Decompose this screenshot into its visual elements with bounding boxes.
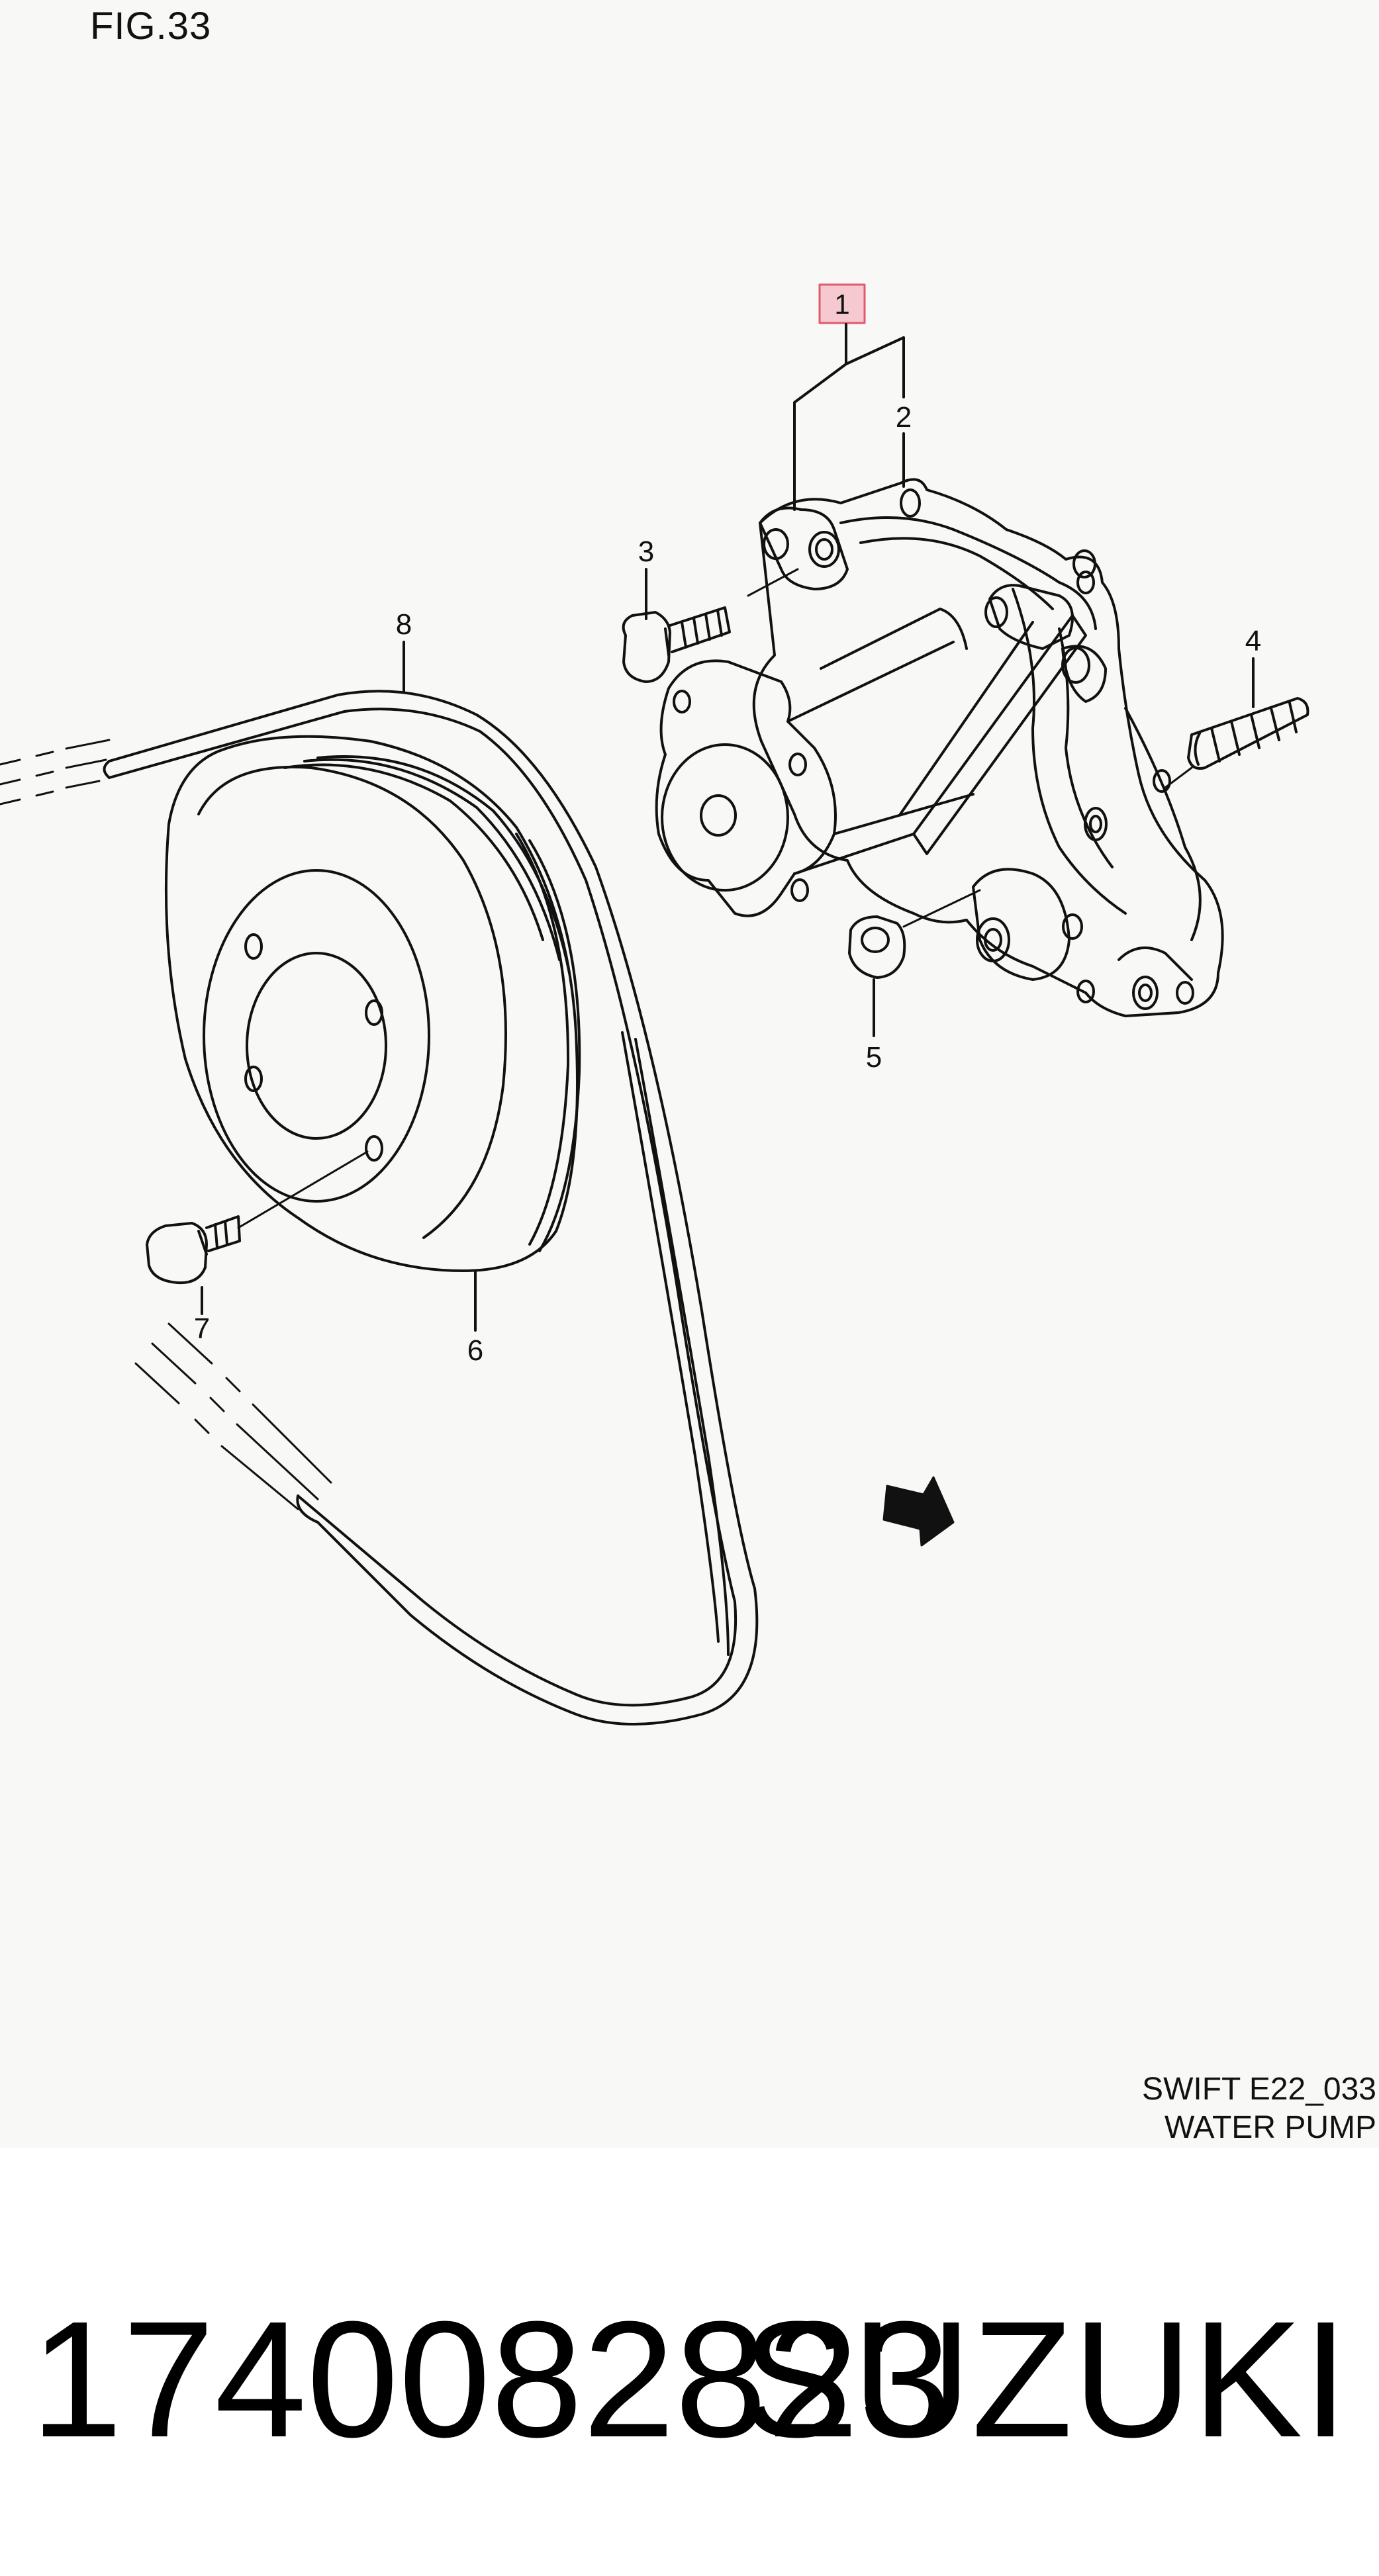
- callout-1[interactable]: 1: [818, 283, 866, 324]
- pump-hub-flange: [655, 608, 975, 917]
- figure-title: FIG.33: [90, 5, 212, 48]
- part-number: 1740082823: [30, 2287, 951, 2471]
- nut-5: [848, 889, 981, 979]
- pulley-6: [164, 735, 581, 1272]
- callout-3-label: 3: [638, 535, 654, 568]
- diagram-sheet: [0, 0, 1379, 2148]
- callout-5-label: 5: [866, 1041, 882, 1074]
- callout-6-label: 6: [467, 1334, 483, 1367]
- bolt-7: [146, 1150, 369, 1285]
- stud-4: [1164, 697, 1309, 789]
- figure-caption: SWIFT E22_033 WATER PUMP: [1142, 2070, 1376, 2147]
- fwd-arrow-icon: FWD: [882, 1476, 955, 1547]
- callout-8-label: 8: [396, 608, 412, 641]
- caption-assembly-name: WATER PUMP: [1165, 2110, 1376, 2145]
- callout-2-label: 2: [896, 401, 912, 434]
- exploded-parts-diagram: 1 2: [0, 283, 1309, 1725]
- leader-1: [793, 323, 905, 511]
- water-pump-housing: [752, 478, 1224, 1017]
- callout-4-label: 4: [1245, 625, 1261, 657]
- callout-1-label: 1: [834, 289, 849, 320]
- v-belt-8: [0, 690, 759, 1725]
- brand-name: SUZUKI: [741, 2287, 1349, 2471]
- bolt-3: [622, 568, 799, 683]
- callout-7-label: 7: [194, 1312, 210, 1345]
- caption-model-code: SWIFT E22_033: [1142, 2072, 1376, 2107]
